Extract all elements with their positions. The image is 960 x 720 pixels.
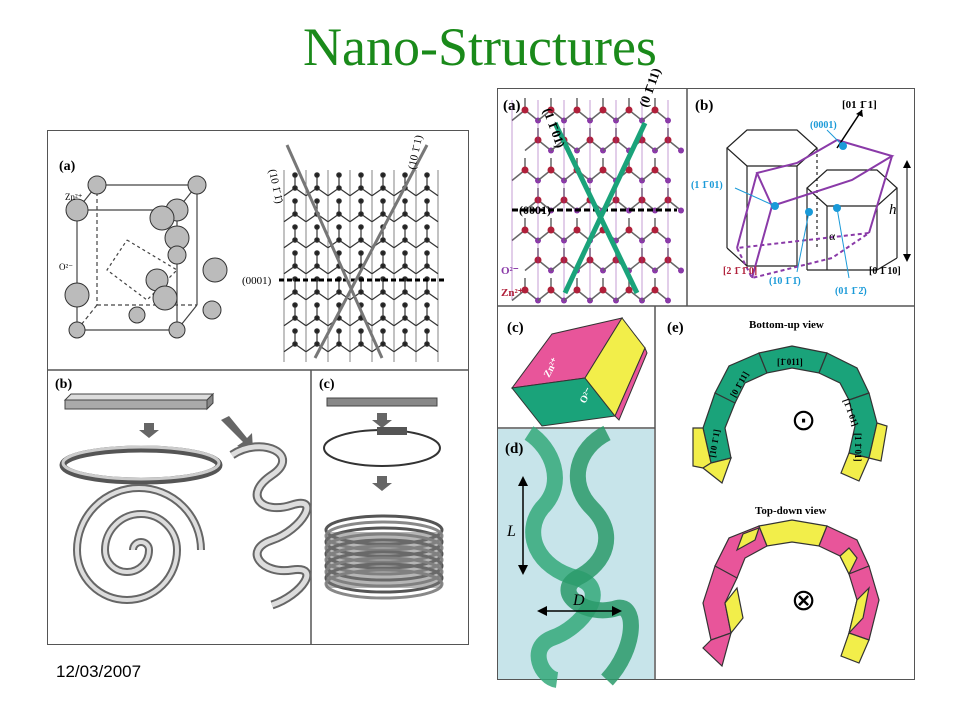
right-figure-svg: (a) (1 1̄ 01) (0 1̄ 11) (0001) O²⁻ Zn²⁺ … bbox=[497, 66, 915, 688]
out-of-plane-icon: ⊙ bbox=[791, 404, 816, 437]
height-arrow-down bbox=[903, 254, 911, 262]
leader-2 bbox=[796, 211, 810, 273]
dir-0110-label: [0 1̄ 10] bbox=[869, 266, 901, 277]
plane-line-1 bbox=[285, 144, 384, 359]
bottom-up-label: Bottom-up view bbox=[749, 319, 824, 331]
polar-nanobelt-block bbox=[510, 317, 648, 427]
bottom-up-ring bbox=[692, 345, 888, 484]
seg-label-5: [1 1̄ 01] bbox=[853, 433, 863, 462]
h-label: h bbox=[889, 202, 897, 218]
dir-2110-label: [2 1̄ 1̄ 0] bbox=[723, 266, 757, 277]
right-plane-basal-label: (0001) bbox=[519, 203, 551, 217]
leader-3 bbox=[836, 207, 850, 279]
right-panel-e-label: (e) bbox=[667, 320, 684, 336]
nanobelt-strip bbox=[63, 392, 215, 411]
plane-0112-label: (01 1̄ 2̄) bbox=[835, 286, 867, 297]
dir-top-label: [01 1̄ 1] bbox=[842, 99, 877, 111]
ring-overlap-segment bbox=[377, 427, 407, 435]
left-zn-label: Zn²⁺ bbox=[65, 192, 83, 202]
slide-title: Nano-Structures bbox=[303, 17, 657, 77]
plane-1011-label: (10 1̄ 1̄) bbox=[769, 276, 801, 287]
right-plane-line-2 bbox=[562, 121, 648, 295]
leader-1 bbox=[734, 187, 776, 207]
lattice-grid bbox=[283, 170, 439, 362]
diameter-label: D bbox=[572, 592, 585, 609]
right-panel-d-label: (d) bbox=[505, 441, 523, 457]
atom-spheres bbox=[64, 175, 228, 339]
right-zn-label: Zn²⁺ bbox=[501, 287, 524, 299]
diameter-arrow-left bbox=[537, 606, 547, 616]
arrow-diagonal-icon bbox=[221, 416, 253, 450]
helix-filament-2 bbox=[560, 425, 639, 686]
left-panel-c-label: (c) bbox=[319, 377, 335, 392]
right-panel-a-label: (a) bbox=[503, 98, 521, 114]
plane-line-2 bbox=[313, 144, 429, 359]
length-label: L bbox=[506, 523, 516, 540]
right-figure: (a) (1 1̄ 01) (0 1̄ 11) (0001) O²⁻ Zn²⁺ … bbox=[497, 66, 915, 688]
right-o-label: O²⁻ bbox=[501, 265, 519, 277]
left-o-label: O²⁻ bbox=[59, 262, 73, 272]
length-arrow-up bbox=[518, 476, 528, 486]
nanohelix-diagram bbox=[229, 442, 312, 610]
into-plane-icon: ⊗ bbox=[791, 584, 816, 617]
arrow-down-icon-3 bbox=[372, 476, 392, 491]
footer-date: 12/03/2007 bbox=[56, 662, 142, 681]
right-panel-c-label: (c) bbox=[507, 320, 524, 336]
height-arrow-up bbox=[903, 160, 911, 168]
top-down-ring bbox=[702, 519, 880, 668]
left-panel-a-label: (a) bbox=[59, 159, 76, 174]
arrow-down-icon bbox=[139, 423, 159, 438]
length-arrow-down bbox=[518, 565, 528, 575]
plane-0001-label: (0001) bbox=[810, 120, 837, 131]
top-down-label: Top-down view bbox=[755, 505, 826, 517]
leader-4 bbox=[826, 129, 844, 147]
alpha-label: α bbox=[829, 229, 836, 243]
left-panel-b-label: (b) bbox=[55, 377, 72, 392]
dir-arrow-line bbox=[836, 109, 863, 149]
right-panel-b-label: (b) bbox=[695, 98, 713, 114]
seg-label-4: [10 1̄ 1] bbox=[707, 429, 722, 459]
diameter-arrow-right bbox=[612, 606, 622, 616]
slanted-plane-prism bbox=[735, 138, 895, 280]
hex-prism-diagram bbox=[726, 129, 898, 271]
left-figure: (a) Zn²⁺ O²⁻ (10 1̄ 1̄) (10 1̄ 1) (0001)… bbox=[47, 130, 469, 645]
right-plane-line-1 bbox=[552, 121, 640, 295]
seg-label-2: [1̄ 011] bbox=[777, 357, 803, 367]
nanoring-diagram bbox=[59, 445, 223, 485]
dir-arrow-head bbox=[856, 110, 863, 117]
polar-belt-strip bbox=[326, 397, 438, 407]
plane-1101-label: (1 1̄ 01) bbox=[691, 180, 723, 191]
nanospiral-diagram bbox=[72, 484, 205, 604]
nanospring-coil-diagram bbox=[324, 514, 444, 600]
left-figure-svg: (a) Zn²⁺ O²⁻ (10 1̄ 1̄) (10 1̄ 1) (0001)… bbox=[47, 130, 469, 645]
arrow-down-icon-2 bbox=[372, 413, 392, 428]
left-plane-basal-label: (0001) bbox=[242, 275, 272, 287]
